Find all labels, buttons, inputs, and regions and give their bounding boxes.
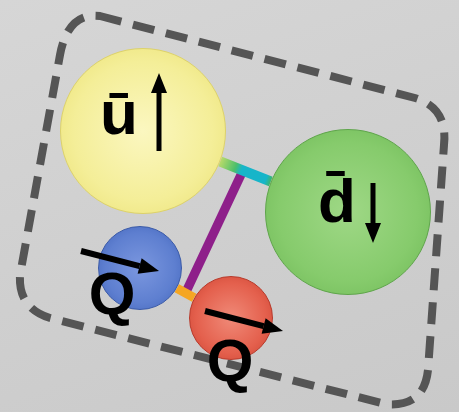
hadron-boundary	[20, 16, 445, 405]
color-string	[220, 162, 271, 182]
quark-label: Q	[89, 264, 136, 324]
spin-arrow-head	[138, 258, 159, 273]
quark-circle: Q	[98, 226, 182, 310]
spin-arrow-head	[151, 73, 167, 93]
quark-label: d̄	[318, 170, 356, 232]
spin-arrow-head	[365, 223, 381, 243]
spin-arrow-shaft	[157, 93, 162, 151]
spin-arrow-head	[262, 318, 283, 333]
spin-arrow-shaft	[371, 183, 376, 223]
spin-arrow-shaft	[205, 311, 264, 326]
quark-label: ū	[100, 82, 138, 144]
quark-circle: ū	[60, 48, 226, 214]
quark-circle: d̄	[265, 129, 431, 295]
quark-label: Q	[207, 331, 254, 391]
spin-arrow	[61, 49, 227, 215]
color-string	[177, 288, 194, 298]
quark-circle: Q	[189, 276, 273, 360]
